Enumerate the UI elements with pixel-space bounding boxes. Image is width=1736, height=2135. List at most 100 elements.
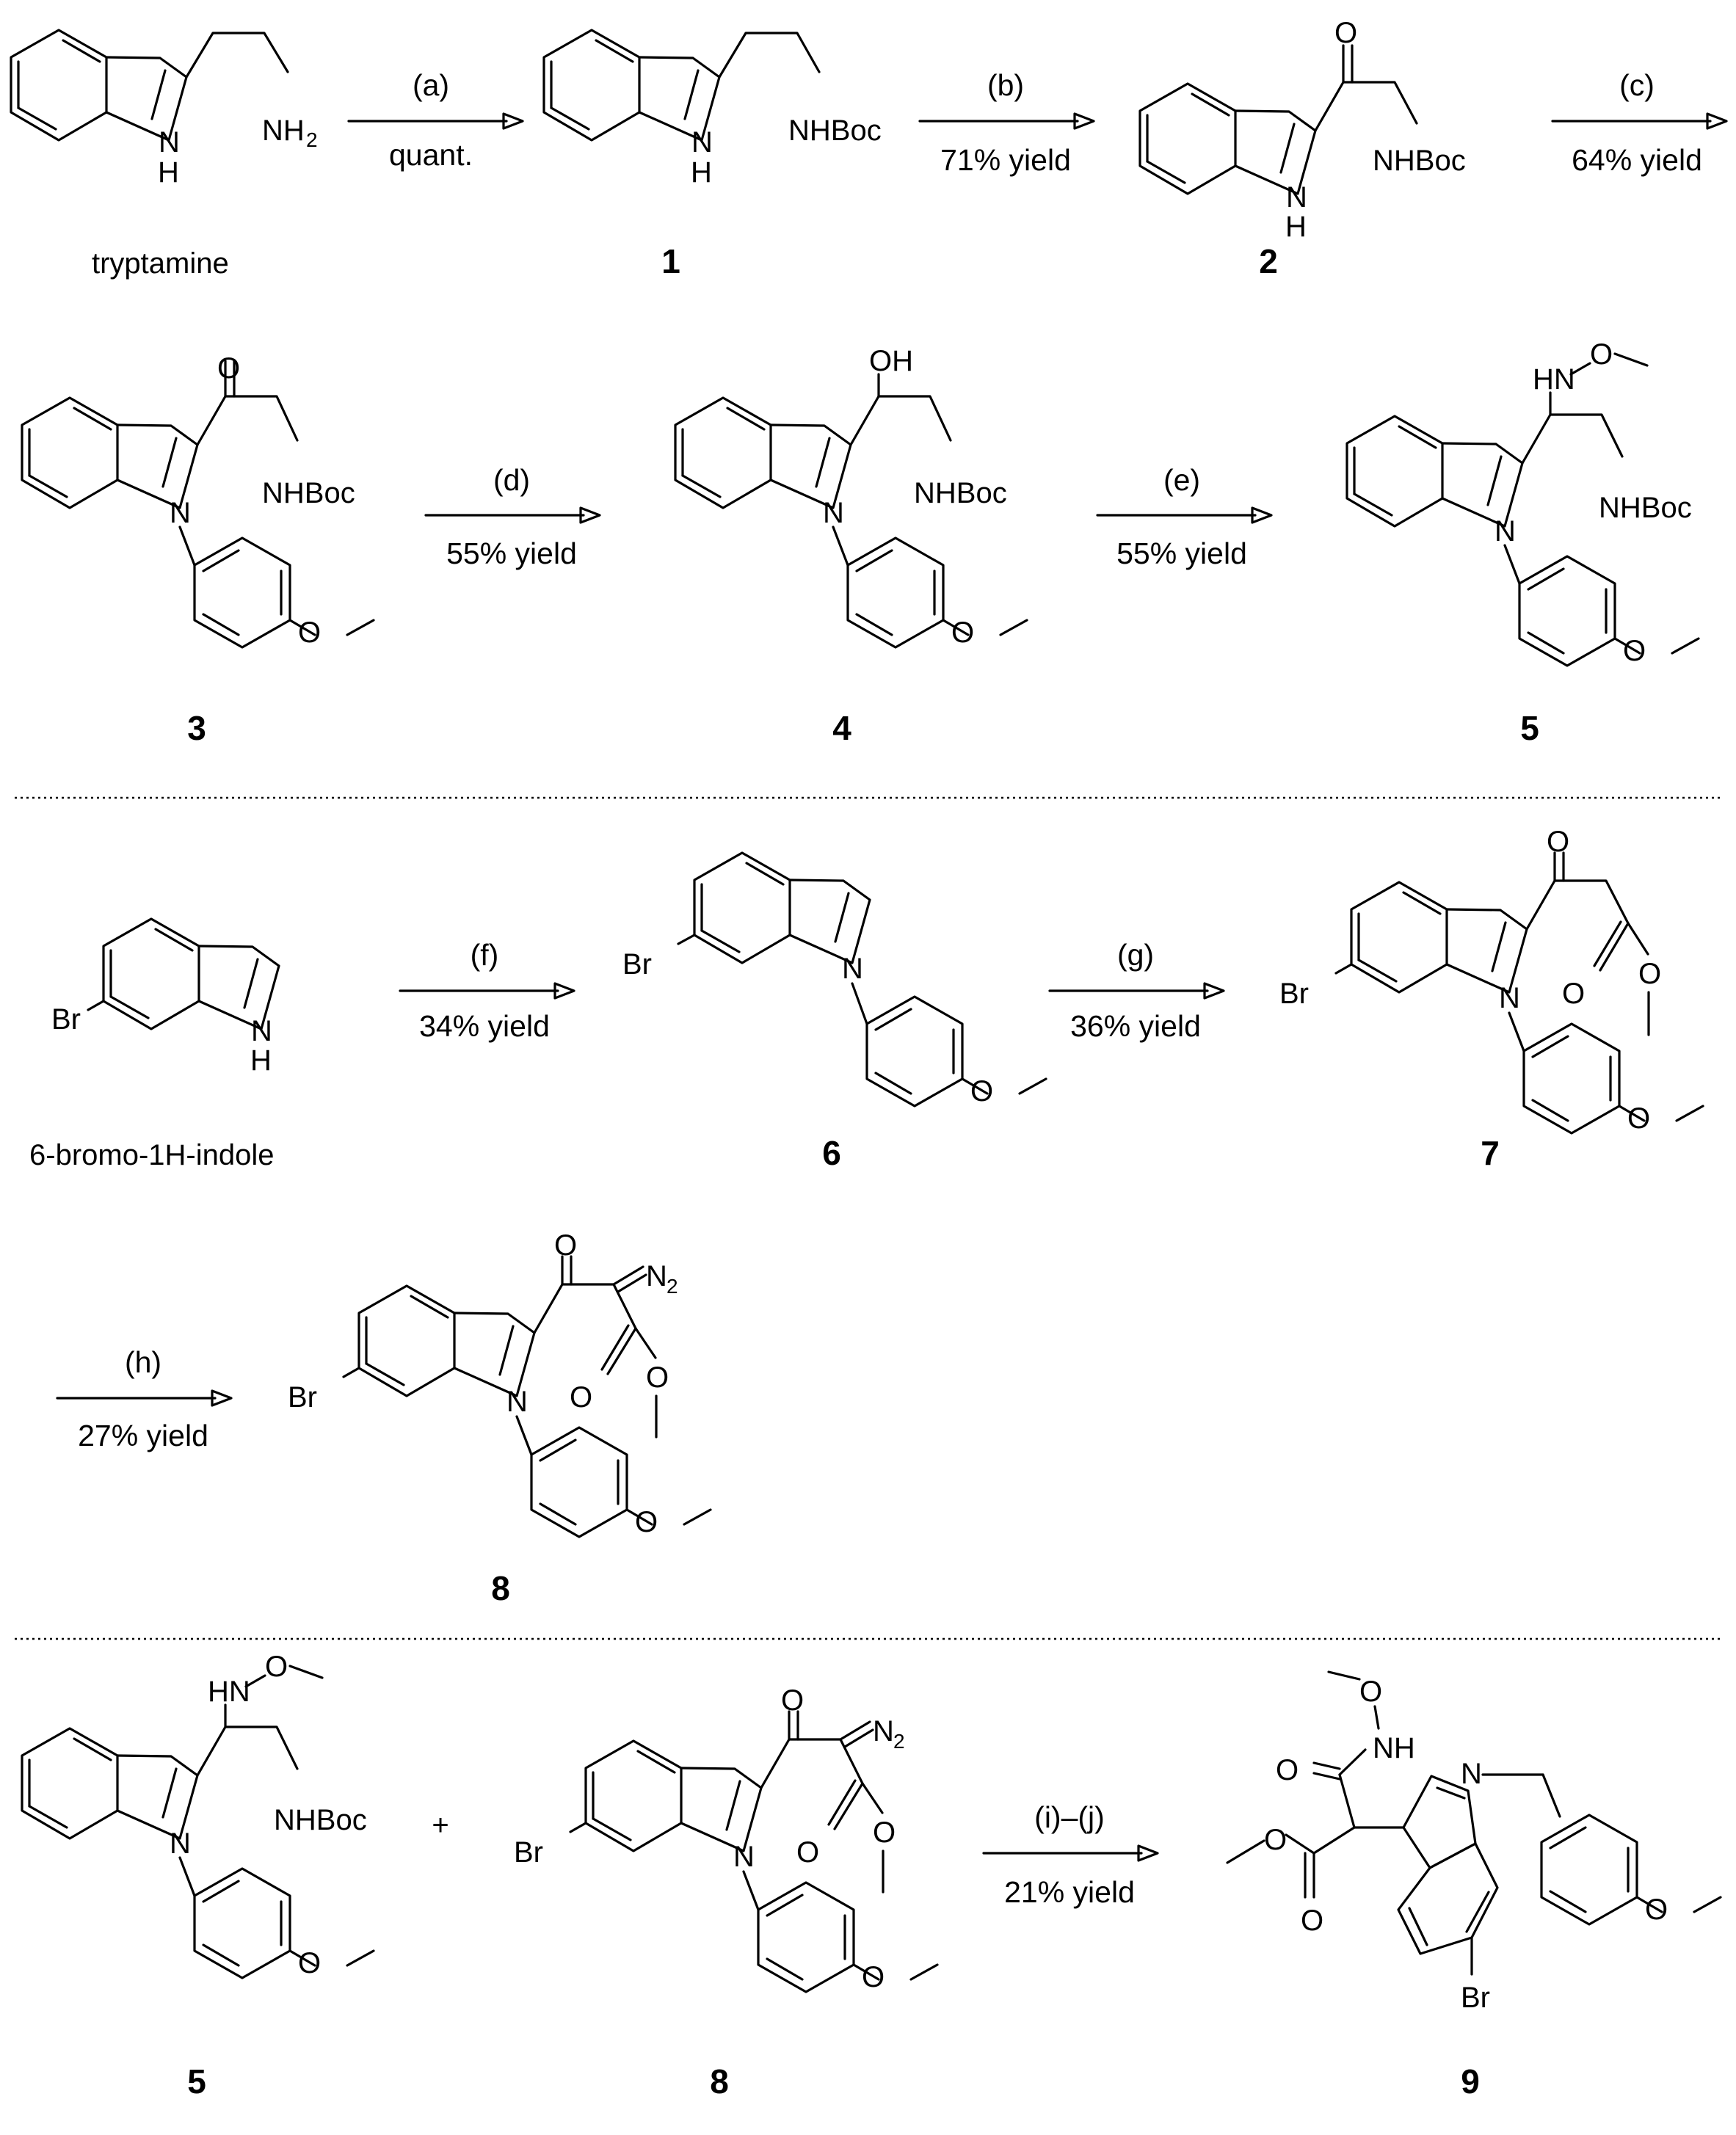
compound-5-structure: HN O NHBoc N O 5 [1345,338,1700,747]
step-i-j-reagent: (i)–(j) [1034,1800,1105,1834]
compound-4-label: 4 [832,709,851,747]
plus-sign: + [432,1809,448,1841]
compound-7-o2: O [1562,978,1585,1010]
tryptamine-structure: NH 2 N H tryptamine [10,29,318,280]
step-f-yield: 34% yield [419,1009,550,1043]
compound-8-repeat-o3: O [873,1816,896,1849]
compound-9-o4: O [1264,1824,1287,1856]
step-i-j-arrow: (i)–(j) 21% yield [982,1800,1159,1909]
compound-5-repeat-nhboc: NHBoc [274,1804,367,1836]
compound-8-repeat-o1: O [781,1684,804,1717]
compound-2-structure: O NHBoc N H 2 [1138,17,1466,280]
compound-2-o: O [1334,17,1357,49]
compound-6-structure: Br N O 6 [622,851,1047,1172]
compound-6-ome: O [970,1075,993,1107]
step-e-arrow: (e) 55% yield [1096,463,1273,570]
bromoindole-n: N [251,1015,272,1047]
compound-5-o: O [1590,338,1613,371]
compound-5-ome: O [1623,635,1646,667]
step-f-arrow: (f) 34% yield [399,938,575,1043]
compound-8-o2: O [570,1381,592,1414]
step-a-yield: quant. [389,138,473,172]
compound-2-nhboc: NHBoc [1373,145,1466,177]
compound-7-structure: Br O O O N O 7 [1279,826,1704,1172]
step-i-j-yield: 21% yield [1004,1875,1135,1909]
compound-2-label: 2 [1259,242,1278,280]
compound-5-repeat-label: 5 [187,2062,206,2101]
compound-9-o2: O [1276,1754,1299,1786]
compound-4-oh: OH [869,345,913,377]
step-a-reagent: (a) [413,68,449,102]
compound-8-label: 8 [491,1569,510,1607]
compound-8-repeat-o2: O [796,1836,819,1869]
compound-9-ome: O [1645,1894,1668,1926]
compound-5-repeat-o: O [265,1651,288,1683]
compound-4-n: N [823,497,844,529]
compound-7-o1: O [1547,826,1569,858]
compound-2-h: H [1285,211,1307,243]
step-b-reagent: (b) [987,68,1024,102]
bromoindole-br: Br [51,1003,81,1036]
compound-9-structure: O NH O O O Br N O 9 [1226,1670,1722,2101]
compound-5-nhboc: NHBoc [1599,492,1692,524]
compound-8-repeat-n2-subscript: 2 [893,1730,905,1753]
compound-6-br: Br [622,948,652,981]
compound-3-ome: O [298,617,321,649]
tryptamine-h: H [158,156,179,189]
bromoindole-h: H [250,1044,272,1077]
step-d-arrow: (d) 55% yield [424,463,601,570]
compound-1-nhboc: NHBoc [788,114,882,147]
compound-9-o1: O [1359,1676,1382,1708]
compound-9-label: 9 [1461,2062,1480,2101]
step-a-arrow: (a) quant. [347,68,524,172]
step-h-arrow: (h) 27% yield [56,1345,233,1452]
compound-5-repeat-ome: O [298,1947,321,1979]
compound-8-structure: Br O N 2 O O N O 8 [288,1229,712,1607]
compound-8-n: N [506,1386,528,1418]
compound-3-nhboc: NHBoc [262,477,355,509]
step-d-reagent: (d) [493,463,530,497]
compound-3-structure: O NHBoc N O 3 [21,352,375,747]
compound-5-n: N [1495,515,1516,548]
compound-7-label: 7 [1481,1134,1500,1172]
compound-6-label: 6 [822,1134,841,1172]
tryptamine-n: N [159,126,180,159]
compound-8-ome: O [635,1506,658,1538]
bromoindole-structure: Br N H 6-bromo-1H-indole [29,917,280,1171]
step-c-reagent: (c) [1619,68,1655,102]
compound-9-o3: O [1301,1905,1323,1937]
tryptamine-name: tryptamine [92,247,229,280]
compound-3-o: O [217,352,240,385]
compound-9-n: N [1461,1758,1482,1790]
compound-8-repeat-label: 8 [710,2062,729,2101]
compound-3-label: 3 [187,709,206,747]
compound-8-repeat-n2: N [873,1715,894,1747]
compound-6-n: N [842,953,863,985]
compound-8-n2: N [646,1260,667,1292]
step-g-arrow: (g) 36% yield [1048,938,1225,1043]
bromoindole-name: 6-bromo-1H-indole [29,1139,274,1171]
compound-9-nh: NH [1373,1732,1415,1764]
compound-9-br: Br [1461,1982,1490,2014]
compound-5-repeat-structure: HN O NHBoc N O 5 [21,1651,375,2101]
compound-8-n2-subscript: 2 [667,1275,678,1298]
compound-8-repeat-structure: Br O N 2 O O N O 8 [514,1684,939,2101]
compound-5-repeat-n: N [170,1827,191,1860]
compound-7-n: N [1499,982,1520,1014]
step-b-arrow: (b) 71% yield [918,68,1095,177]
step-d-yield: 55% yield [446,537,577,570]
compound-5-repeat-hn: HN [208,1676,250,1708]
compound-4-ome: O [951,617,974,649]
compound-8-o1: O [554,1229,577,1262]
step-c-arrow: (c) 64% yield [1551,68,1728,177]
tryptamine-nh2: NH [262,114,305,147]
compound-8-o3: O [646,1361,669,1394]
step-c-yield: 64% yield [1572,143,1702,177]
compound-8-br: Br [288,1381,317,1414]
compound-8-repeat-ome: O [862,1961,885,1993]
compound-4-nhboc: NHBoc [914,477,1007,509]
compound-5-hn: HN [1533,363,1575,396]
step-h-yield: 27% yield [78,1419,208,1452]
compound-5-label: 5 [1520,709,1539,747]
